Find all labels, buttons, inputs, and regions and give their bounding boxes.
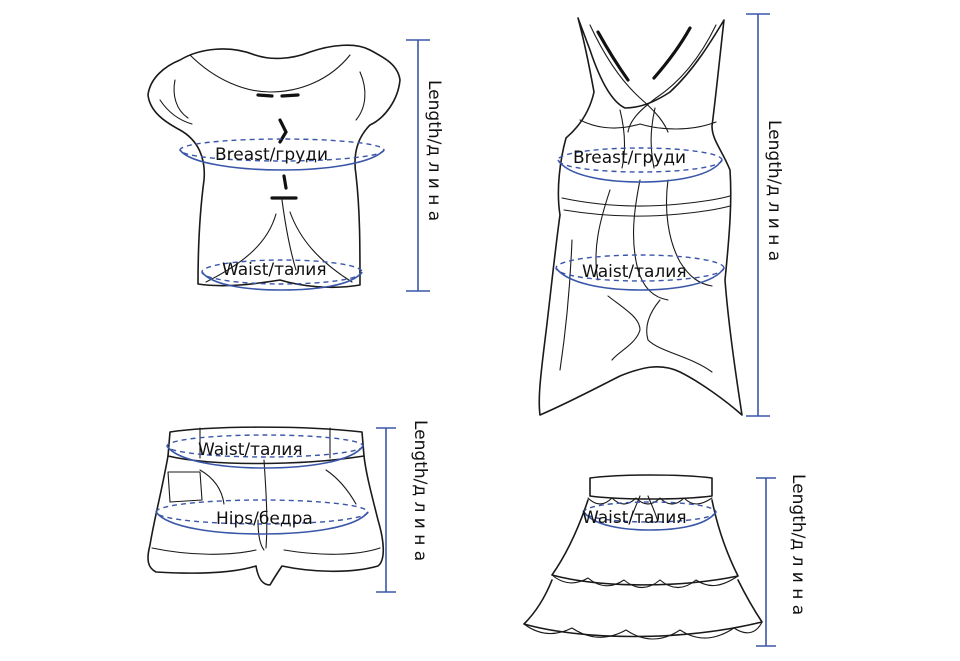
halter-waist-line [555,267,725,291]
shorts-waist-line [166,445,364,469]
halter-breast-label: Breast/груди [573,148,686,168]
halter-length-ruler [746,13,770,417]
short-top-breast-label: Breast/груди [215,145,328,165]
halter-waist-label: Waist/талия [582,262,687,282]
short-top-length-ruler [406,39,430,292]
short-top-sketch [147,44,401,289]
skirt-waist-label: Waist/талия [582,508,687,528]
halter-length-label: Length/д л и н а [764,120,784,262]
skirt-waist-line [583,511,717,531]
skirt-length-ruler [756,477,776,647]
skirt-sketch [523,474,763,640]
shorts-sketch [147,426,385,586]
short-top-length-label: Length/д л и н а [424,80,444,222]
skirt-length-label: Length/д л и н а [788,474,808,616]
shorts-length-label: Length/д л и н а [410,420,430,562]
shorts-hips-line [155,511,369,535]
halter-breast-line [557,159,723,183]
short-top-waist-line [201,271,363,291]
short-top-waist-label: Waist/талия [222,260,327,280]
halter-top-sketch [538,17,743,416]
shorts-length-ruler [376,427,396,593]
shorts-waist-label: Waist/талия [198,440,303,460]
shorts-hips-label: Hips/бедра [216,509,313,529]
short-top-breast-line [179,149,385,171]
